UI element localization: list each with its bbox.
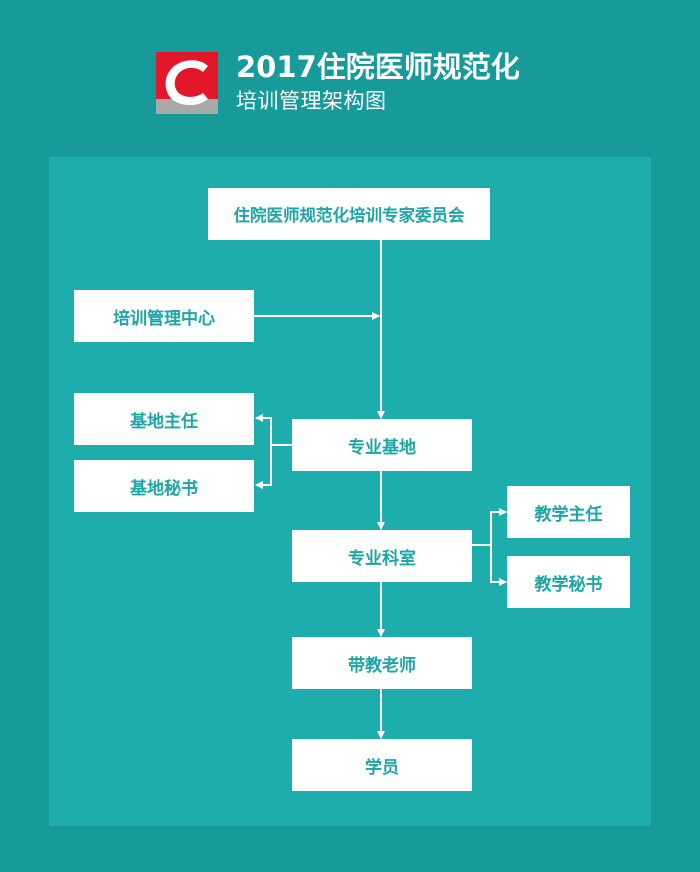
- logo-c-shape-icon: [165, 60, 208, 106]
- node-base-secretary: 基地秘书: [74, 460, 254, 512]
- page-title: 2017住院医师规范化: [236, 50, 520, 84]
- node-instructor: 带教老师: [292, 637, 472, 689]
- node-department: 专业科室: [292, 530, 472, 582]
- logo-grey-band: [156, 99, 218, 114]
- node-base-director: 基地主任: [74, 393, 254, 445]
- node-specialty-base: 专业基地: [292, 419, 472, 471]
- node-training-center: 培训管理中心: [74, 290, 254, 342]
- page-subtitle: 培训管理架构图: [236, 89, 387, 113]
- node-trainee: 学员: [292, 739, 472, 791]
- node-committee: 住院医师规范化培训专家委员会: [208, 188, 490, 240]
- node-teaching-secretary: 教学秘书: [507, 556, 630, 608]
- node-teaching-director: 教学主任: [507, 486, 630, 538]
- c-logo-icon: [156, 52, 218, 114]
